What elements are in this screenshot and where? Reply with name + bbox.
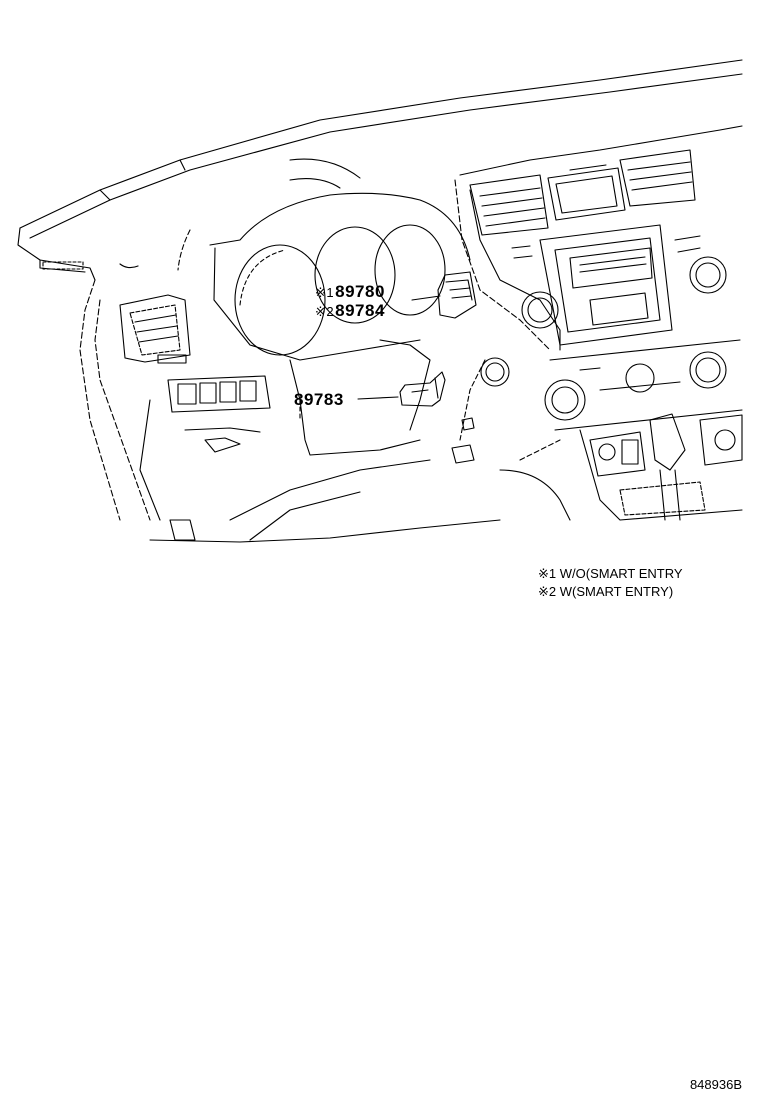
knob-tune bbox=[690, 257, 726, 293]
display-screen bbox=[548, 165, 625, 220]
center-console bbox=[455, 126, 742, 350]
callout-89784: ※289784 bbox=[315, 301, 385, 322]
start-button bbox=[481, 358, 509, 386]
center-right-vent bbox=[620, 150, 695, 206]
center-left-vent bbox=[470, 175, 548, 235]
legend-mark: ※2 bbox=[538, 584, 557, 599]
callout-89780: ※189780 bbox=[315, 282, 385, 303]
meter-hood bbox=[178, 159, 470, 360]
shifter-area bbox=[580, 414, 742, 520]
audio-unit bbox=[512, 225, 700, 345]
legend-row: ※2 W(SMART ENTRY) bbox=[538, 583, 683, 601]
transponder-part bbox=[358, 372, 445, 406]
switch-panel bbox=[168, 376, 270, 412]
knob-climate-mid bbox=[626, 364, 654, 392]
drawing-id: 848936B bbox=[689, 1077, 742, 1092]
part-number: 89784 bbox=[335, 301, 385, 320]
dashboard-illustration bbox=[0, 0, 760, 560]
combination-meter-part bbox=[412, 272, 476, 318]
callout-mark: ※2 bbox=[315, 304, 335, 319]
legend-text: W(SMART ENTRY) bbox=[559, 584, 674, 599]
part-number: 89780 bbox=[335, 282, 385, 301]
legend-text: W/O(SMART ENTRY bbox=[559, 566, 683, 581]
knob-climate-left bbox=[545, 380, 585, 420]
legend-mark: ※1 bbox=[538, 566, 557, 581]
knob-climate-right bbox=[690, 352, 726, 388]
callout-89783: 89783 bbox=[294, 390, 344, 410]
legend: ※1 W/O(SMART ENTRY ※2 W(SMART ENTRY) bbox=[538, 565, 683, 601]
left-air-vent bbox=[120, 295, 190, 363]
gauge-cluster bbox=[235, 225, 445, 355]
part-number: 89783 bbox=[294, 390, 344, 409]
knob-volume bbox=[522, 292, 558, 328]
callout-mark: ※1 bbox=[315, 285, 335, 300]
legend-row: ※1 W/O(SMART ENTRY bbox=[538, 565, 683, 583]
dash-top-edge-inner bbox=[30, 74, 742, 238]
